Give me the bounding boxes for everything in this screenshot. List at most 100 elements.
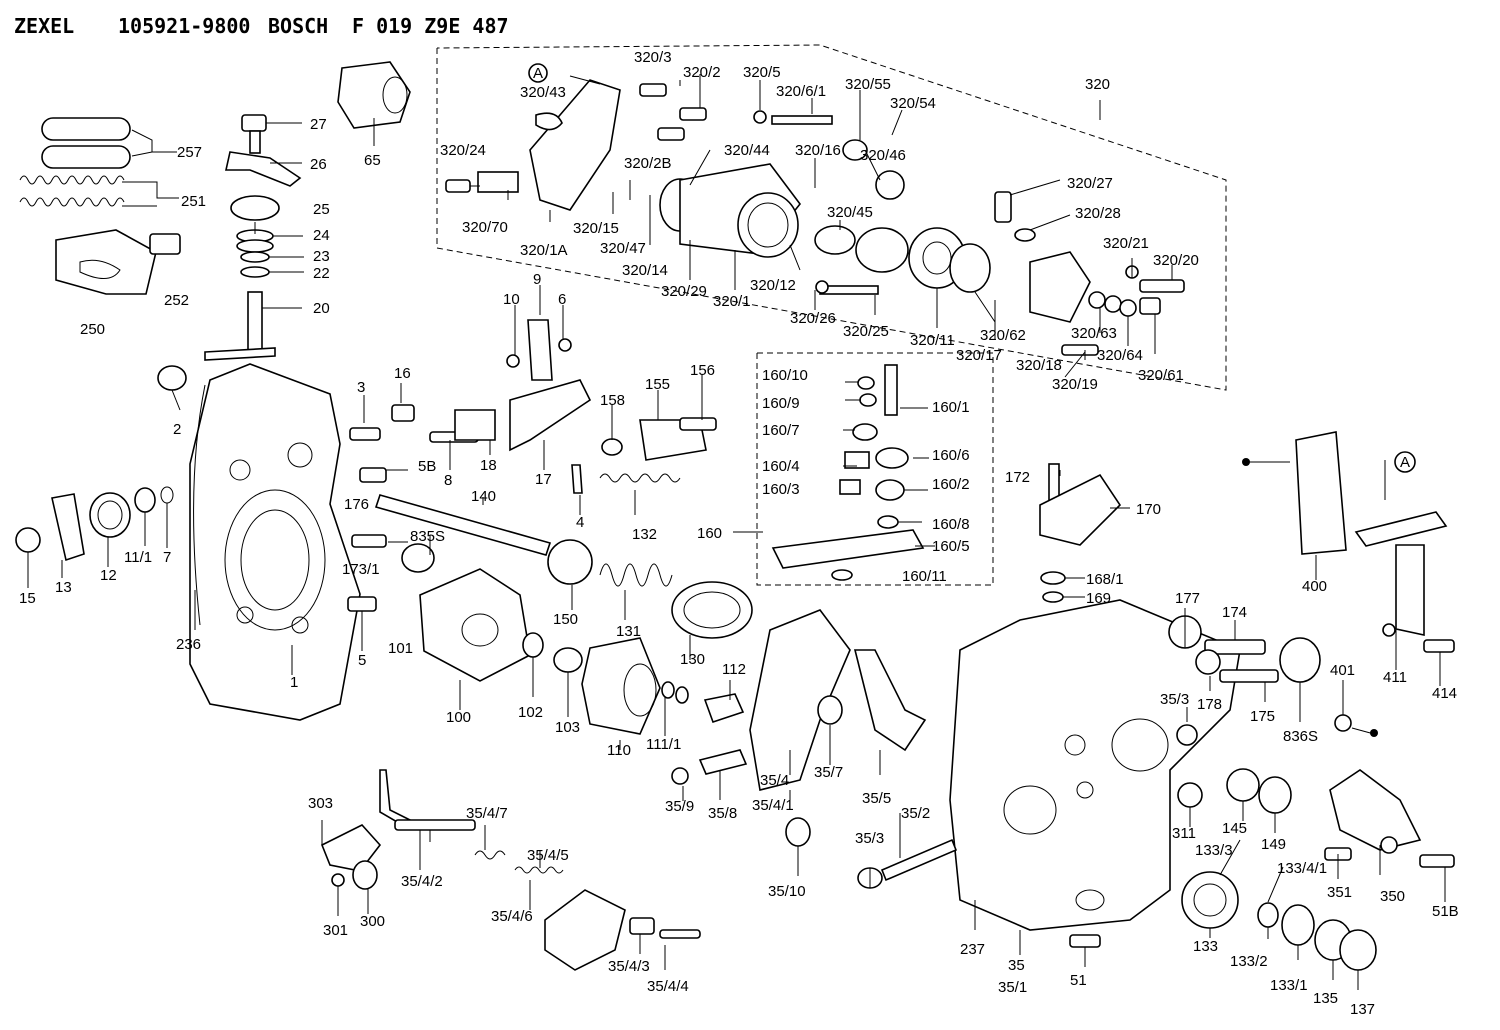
callout-150: 150 bbox=[553, 611, 578, 628]
callout-320-12: 320/12 bbox=[750, 277, 796, 294]
callout-320-24: 320/24 bbox=[440, 142, 486, 159]
callout-5: 5 bbox=[358, 652, 366, 669]
callout-35-1: 35/1 bbox=[998, 979, 1027, 996]
callout-320-20: 320/20 bbox=[1153, 252, 1199, 269]
callout-320-19: 320/19 bbox=[1052, 376, 1098, 393]
callout-35-9: 35/9 bbox=[665, 798, 694, 815]
callout-169: 169 bbox=[1086, 590, 1111, 607]
callout-401: 401 bbox=[1330, 662, 1355, 679]
callout-51B: 51B bbox=[1432, 903, 1459, 920]
callout-20: 20 bbox=[313, 300, 330, 317]
callout-131: 131 bbox=[616, 623, 641, 640]
marker-a-top bbox=[528, 63, 548, 83]
callout-133: 133 bbox=[1193, 938, 1218, 955]
marker-a-top-label: A bbox=[533, 65, 543, 82]
callout-160-6: 160/6 bbox=[932, 447, 970, 464]
callout-1: 1 bbox=[290, 674, 298, 691]
callout-320-11: 320/11 bbox=[910, 332, 955, 349]
callout-9: 9 bbox=[533, 271, 541, 288]
callout-35-8: 35/8 bbox=[708, 805, 737, 822]
callout-320-46: 320/46 bbox=[860, 147, 906, 164]
callout-311: 311 bbox=[1172, 825, 1196, 842]
callout-320-15: 320/15 bbox=[573, 220, 619, 237]
callout-11-1: 11/1 bbox=[124, 549, 152, 566]
group-160-boundary bbox=[756, 352, 994, 586]
callout-320-2: 320/2 bbox=[683, 64, 721, 81]
callout-35: 35 bbox=[1008, 957, 1025, 974]
callout-22: 22 bbox=[313, 265, 330, 282]
callout-320-62: 320/62 bbox=[980, 327, 1026, 344]
header-brand: BOSCH bbox=[268, 14, 329, 38]
callout-102: 102 bbox=[518, 704, 543, 721]
callout-320-3: 320/3 bbox=[634, 49, 672, 66]
callout-35-4-1: 35/4/1 bbox=[752, 797, 794, 814]
callout-35-3-left: 35/3 bbox=[855, 830, 884, 847]
callout-6: 6 bbox=[558, 291, 566, 308]
callout-35-4-7: 35/4/7 bbox=[466, 805, 508, 822]
callout-130: 130 bbox=[680, 651, 705, 668]
callout-170: 170 bbox=[1136, 501, 1161, 518]
callout-176: 176 bbox=[344, 496, 369, 513]
marker-a-right-label: A bbox=[1400, 454, 1410, 471]
callout-320-16: 320/16 bbox=[795, 142, 841, 159]
callout-17: 17 bbox=[535, 471, 552, 488]
callout-137: 137 bbox=[1350, 1001, 1375, 1018]
callout-250: 250 bbox=[80, 321, 105, 338]
callout-303: 303 bbox=[308, 795, 333, 812]
callout-350: 350 bbox=[1380, 888, 1405, 905]
callout-133-3: 133/3 bbox=[1195, 842, 1233, 859]
leader-lines bbox=[27, 74, 1446, 990]
callout-320-5: 320/5 bbox=[743, 64, 781, 81]
callout-178: 178 bbox=[1197, 696, 1222, 713]
group-320-boundary bbox=[436, 44, 1227, 391]
callout-35-4-5: 35/4/5 bbox=[527, 847, 569, 864]
header-part-number: 105921-9800 bbox=[118, 14, 251, 38]
callout-35-4-6: 35/4/6 bbox=[491, 908, 533, 925]
callout-13: 13 bbox=[55, 579, 72, 596]
callout-257: 257 bbox=[177, 144, 202, 161]
callout-100: 100 bbox=[446, 709, 471, 726]
callout-251: 251 bbox=[181, 193, 206, 210]
callout-35-4: 35/4 bbox=[760, 772, 789, 789]
callout-111-1: 111/1 bbox=[646, 736, 681, 753]
callout-133-2: 133/2 bbox=[1230, 953, 1268, 970]
callout-236: 236 bbox=[176, 636, 201, 653]
callout-175: 175 bbox=[1250, 708, 1275, 725]
callout-4: 4 bbox=[576, 514, 584, 531]
callout-labels: 257 251 250 252 27 26 25 24 23 22 20 65 … bbox=[19, 49, 1459, 1018]
callout-320: 320 bbox=[1085, 76, 1110, 93]
callout-155: 155 bbox=[645, 376, 670, 393]
callout-51: 51 bbox=[1070, 972, 1087, 989]
callout-351: 351 bbox=[1327, 884, 1352, 901]
callout-35-4-2: 35/4/2 bbox=[401, 873, 443, 890]
callout-3: 3 bbox=[357, 379, 365, 396]
callout-156: 156 bbox=[690, 362, 715, 379]
callout-411: 411 bbox=[1383, 669, 1407, 686]
callout-320-54: 320/54 bbox=[890, 95, 936, 112]
callout-320-45: 320/45 bbox=[827, 204, 873, 221]
callout-35-10: 35/10 bbox=[768, 883, 806, 900]
callout-35-2: 35/2 bbox=[901, 805, 930, 822]
callout-237: 237 bbox=[960, 941, 985, 958]
callout-320-63: 320/63 bbox=[1071, 325, 1117, 342]
callout-18: 18 bbox=[480, 457, 497, 474]
callout-27: 27 bbox=[310, 116, 327, 133]
callout-320-28: 320/28 bbox=[1075, 205, 1121, 222]
callout-300: 300 bbox=[360, 913, 385, 930]
callout-133-1: 133/1 bbox=[1270, 977, 1308, 994]
callout-320-14: 320/14 bbox=[622, 262, 668, 279]
callout-160-9: 160/9 bbox=[762, 395, 800, 412]
callout-320-29: 320/29 bbox=[661, 283, 707, 300]
callout-7: 7 bbox=[163, 549, 171, 566]
callout-160-10: 160/10 bbox=[762, 367, 808, 384]
callout-320-47: 320/47 bbox=[600, 240, 646, 257]
callout-158: 158 bbox=[600, 392, 625, 409]
callout-110: 110 bbox=[607, 742, 631, 759]
callout-103: 103 bbox=[555, 719, 580, 736]
callout-168-1: 168/1 bbox=[1086, 571, 1124, 588]
callout-35-4-4: 35/4/4 bbox=[647, 978, 689, 995]
callout-320-1: 320/1 bbox=[713, 293, 751, 310]
callout-160-11: 160/11 bbox=[902, 568, 947, 585]
callout-320-27: 320/27 bbox=[1067, 175, 1113, 192]
callout-160-2: 160/2 bbox=[932, 476, 970, 493]
